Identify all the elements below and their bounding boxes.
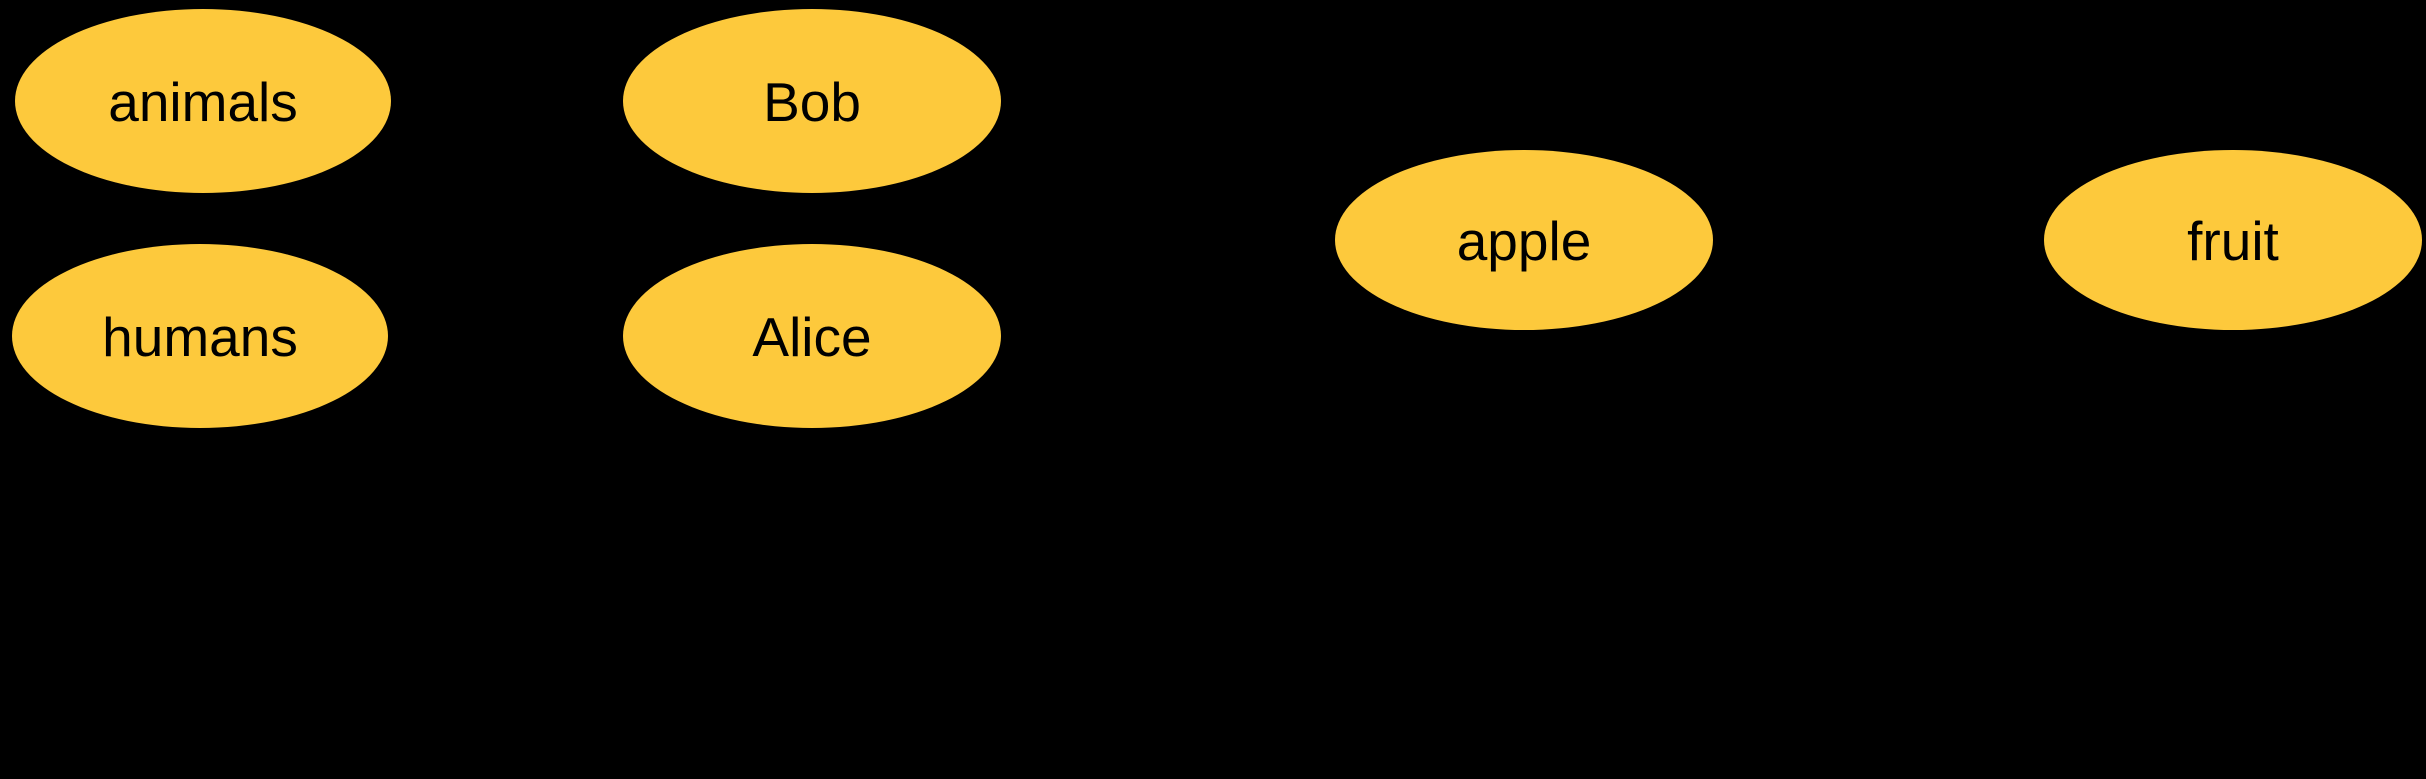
node-apple-label: apple bbox=[1456, 209, 1592, 272]
node-animals-label: animals bbox=[108, 70, 298, 133]
node-apple: apple bbox=[1335, 150, 1713, 330]
node-alice-label: Alice bbox=[752, 305, 872, 368]
node-bob: Bob bbox=[623, 9, 1001, 193]
node-bob-label: Bob bbox=[763, 70, 861, 133]
node-humans-label: humans bbox=[102, 305, 298, 368]
node-animals: animals bbox=[15, 9, 391, 193]
node-humans: humans bbox=[12, 244, 388, 428]
node-alice: Alice bbox=[623, 244, 1001, 428]
node-fruit: fruit bbox=[2044, 150, 2422, 330]
node-fruit-label: fruit bbox=[2187, 209, 2279, 272]
